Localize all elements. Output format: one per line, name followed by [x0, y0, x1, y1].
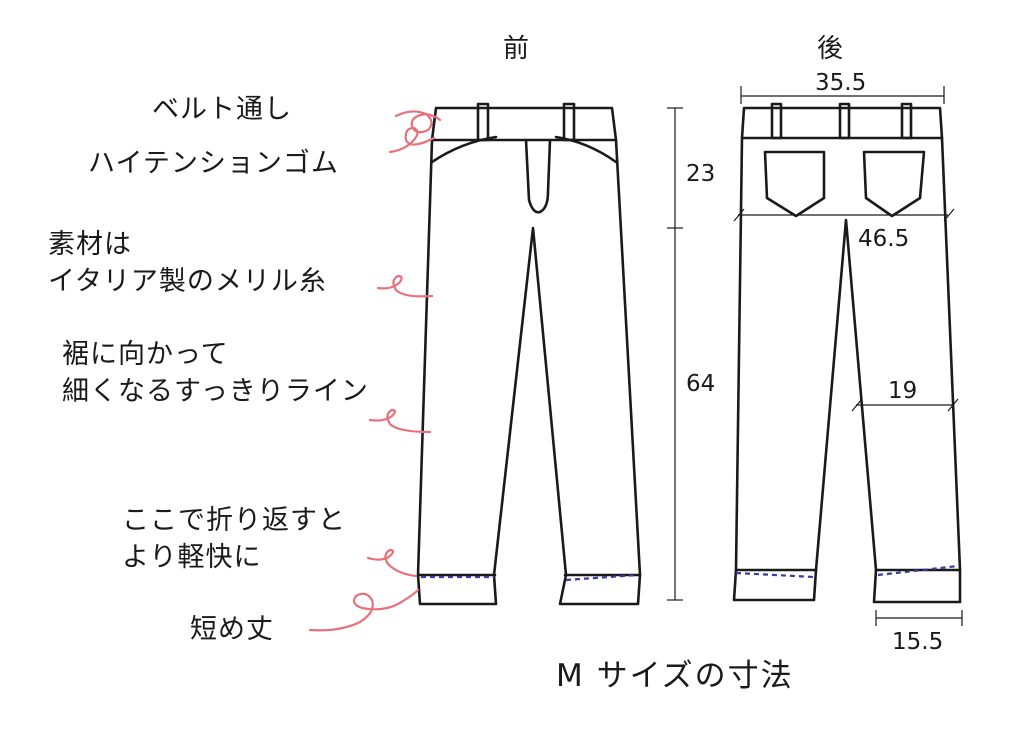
material-label-line2: イタリア製のメリル糸	[48, 266, 327, 297]
pointer-short-length	[308, 588, 420, 632]
hip-tick-right	[943, 208, 955, 222]
front-view-title: 前	[503, 34, 530, 64]
front-fold-line-right	[565, 573, 639, 582]
back-view-title: 後	[817, 34, 844, 64]
thigh-tick-right	[947, 398, 959, 412]
front-pocket-right	[554, 135, 618, 164]
back-fold-line-right	[877, 564, 959, 577]
back-belt-loop-center	[838, 102, 851, 140]
back-fold-line-left	[735, 571, 815, 579]
elastic-label: ハイテンションゴム	[88, 148, 339, 179]
thigh-width-value: 19	[888, 378, 918, 404]
pointer-taper	[368, 408, 432, 434]
pointer-elastic	[388, 126, 436, 154]
back-body-outline	[732, 136, 962, 604]
material-label-line1: 素材は	[48, 229, 132, 260]
back-pocket-right	[862, 150, 926, 218]
fold-label-line1: ここで折り返すと	[122, 505, 346, 536]
front-fly	[524, 138, 552, 214]
front-belt-loop-right	[562, 102, 576, 142]
thigh-tick-left	[851, 398, 863, 412]
back-belt-loop-left	[770, 102, 783, 140]
front-belt-loop-left	[476, 102, 490, 142]
back-belt-loop-right	[900, 102, 913, 140]
pointer-material	[376, 274, 434, 298]
size-caption: M サイズの寸法	[556, 658, 794, 694]
front-body-outline	[416, 138, 642, 606]
belt-loop-label: ベルト通し	[152, 94, 292, 125]
taper-label-line2: 細くなるすっきりライン	[62, 376, 369, 407]
hip-tick-left	[733, 208, 745, 222]
taper-label-line1: 裾に向かって	[62, 339, 229, 370]
back-pants-drawing	[732, 102, 962, 604]
pointer-fold	[366, 548, 418, 578]
front-pants-drawing	[416, 102, 642, 606]
hip-width-value: 46.5	[858, 226, 910, 252]
back-pocket-left	[763, 150, 826, 218]
short-length-label: 短め丈	[190, 614, 274, 645]
waist-width-value: 35.5	[815, 70, 867, 96]
hem-width-value: 15.5	[892, 629, 944, 655]
fold-label-line2: より軽快に	[122, 542, 262, 573]
rise-value: 23	[686, 161, 716, 187]
inseam-value: 64	[686, 371, 716, 397]
front-pocket-left	[430, 135, 498, 164]
front-waistband	[430, 106, 618, 142]
